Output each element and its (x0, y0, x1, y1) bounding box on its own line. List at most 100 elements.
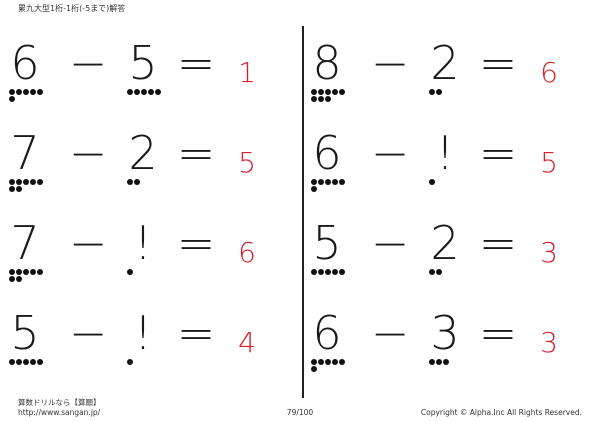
worksheet-title: 累九大型1桁-1桁(-5まで)解答 (18, 4, 126, 13)
count-dot (23, 269, 29, 275)
subtrahend-dots (126, 178, 178, 194)
equals-sign: = (176, 126, 216, 180)
count-dot (332, 359, 338, 365)
minuend-dots (310, 268, 362, 284)
count-dot (9, 269, 15, 275)
count-dot (127, 179, 133, 185)
count-dot (318, 179, 324, 185)
count-dot (311, 366, 317, 372)
count-dot (9, 276, 15, 282)
answer: 1 (238, 56, 256, 89)
problem-5: 7−!=6 (8, 218, 298, 288)
count-dot (9, 359, 15, 365)
count-dot (16, 359, 22, 365)
problem-8: 6−3=3 (310, 308, 600, 378)
equals-sign: = (176, 36, 216, 90)
count-dot (325, 89, 331, 95)
footer-url[interactable]: http://www.sangan.jp/ (18, 408, 101, 417)
minuend-dots (8, 88, 60, 104)
count-dot (339, 179, 345, 185)
subtrahend: 2 (430, 216, 460, 270)
minus-sign: − (370, 36, 410, 90)
count-dot (311, 269, 317, 275)
count-dot (339, 269, 345, 275)
count-dot (311, 186, 317, 192)
equals-sign: = (176, 216, 216, 270)
minuend: 6 (312, 306, 342, 360)
count-dot (443, 359, 449, 365)
minuend: 5 (312, 216, 342, 270)
minus-sign: − (68, 306, 108, 360)
count-dot (436, 269, 442, 275)
minuend: 7 (10, 126, 40, 180)
equals-sign: = (478, 216, 518, 270)
count-dot (23, 89, 29, 95)
minus-sign: − (68, 36, 108, 90)
count-dot (30, 269, 36, 275)
minuend-dots (310, 358, 362, 374)
count-dot (23, 359, 29, 365)
count-dot (9, 96, 15, 102)
count-dot (325, 269, 331, 275)
count-dot (429, 359, 435, 365)
subtrahend: 2 (430, 36, 460, 90)
answer: 4 (238, 326, 256, 359)
count-dot (311, 89, 317, 95)
count-dot (429, 89, 435, 95)
count-dot (318, 96, 324, 102)
equals-sign: = (478, 126, 518, 180)
problem-7: 5−!=4 (8, 308, 298, 378)
count-dot (30, 359, 36, 365)
minuend: 7 (10, 216, 40, 270)
count-dot (9, 186, 15, 192)
minuend-dots (8, 358, 60, 374)
count-dot (436, 89, 442, 95)
footer-site-name: 算数ドリルなら【算願】 (18, 398, 101, 407)
page-number: 79/100 (286, 408, 314, 417)
minuend: 6 (10, 36, 40, 90)
count-dot (9, 89, 15, 95)
subtrahend-dots (428, 268, 480, 284)
minus-sign: − (370, 306, 410, 360)
subtrahend: 3 (430, 306, 460, 360)
minuend-dots (8, 178, 60, 194)
count-dot (318, 269, 324, 275)
count-dot (148, 89, 154, 95)
count-dot (325, 359, 331, 365)
subtrahend-dots (126, 268, 178, 284)
minus-sign: − (370, 216, 410, 270)
subtrahend: 5 (128, 36, 158, 90)
footer-left: 算数ドリルなら【算願】 http://www.sangan.jp/ (18, 398, 101, 418)
count-dot (9, 179, 15, 185)
column-divider (302, 26, 304, 398)
count-dot (37, 269, 43, 275)
equals-sign: = (478, 306, 518, 360)
count-dot (429, 269, 435, 275)
problem-6: 5−2 = 3 (310, 218, 600, 288)
count-dot (325, 179, 331, 185)
count-dot (37, 89, 43, 95)
count-dot (30, 89, 36, 95)
answer: 6 (238, 236, 256, 269)
count-dot (37, 179, 43, 185)
count-dot (141, 89, 147, 95)
subtrahend-dots (126, 88, 178, 104)
count-dot (127, 89, 133, 95)
count-dot (134, 179, 140, 185)
problem-3: 7−2=5 (8, 128, 298, 198)
count-dot (339, 89, 345, 95)
count-dot (311, 179, 317, 185)
count-dot (332, 179, 338, 185)
count-dot (16, 179, 22, 185)
count-dot (318, 89, 324, 95)
count-dot (155, 89, 161, 95)
minuend-dots (310, 88, 362, 104)
count-dot (23, 179, 29, 185)
count-dot (16, 276, 22, 282)
problem-1: 6−5 = 1 (8, 38, 298, 108)
count-dot (127, 359, 133, 365)
answer: 3 (540, 236, 558, 269)
subtrahend-dots (428, 88, 480, 104)
subtrahend-dots (126, 358, 178, 374)
equals-sign: = (176, 306, 216, 360)
